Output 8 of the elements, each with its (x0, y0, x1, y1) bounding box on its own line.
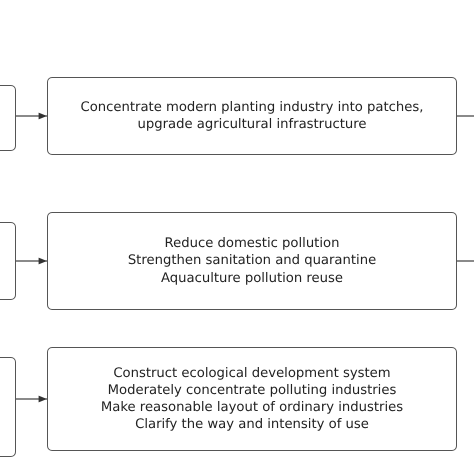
connector-line (457, 115, 474, 117)
arrow (16, 258, 47, 264)
process-box: Concentrate modern planting industry into patches, upgrade agricultural infrastructure (47, 77, 457, 155)
arrow (16, 396, 47, 402)
process-box: Reduce domestic pollution Strengthen sanitation and quarantine Aquaculture pollution reuse (47, 212, 457, 310)
process-box: Construct ecological development system Moderately concentrate polluting industries Make reasonable layout of ordinary industries Clarify the way and intensity of use (47, 347, 457, 451)
connector-line (457, 260, 474, 262)
arrow (16, 112, 47, 120)
